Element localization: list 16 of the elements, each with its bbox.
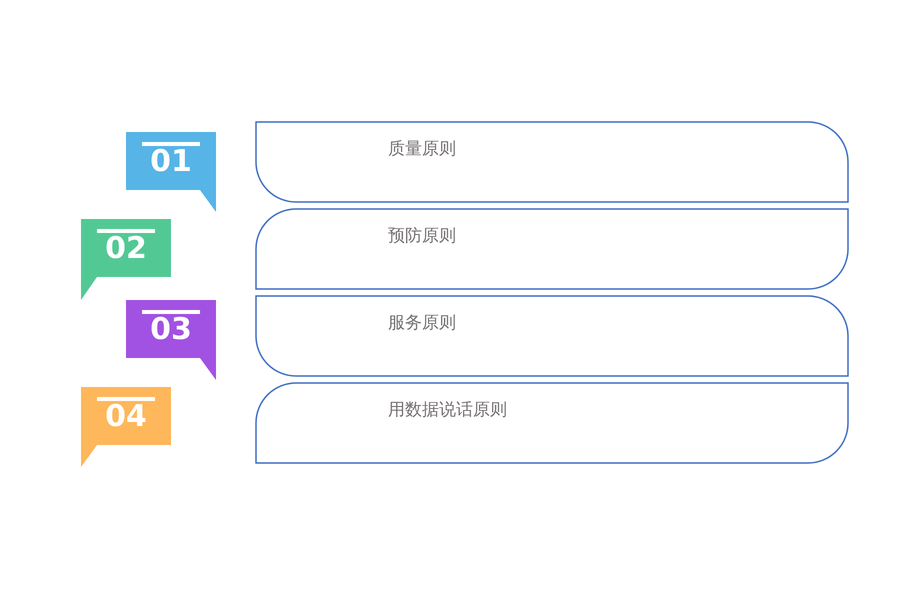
number-badge <box>81 219 171 300</box>
principle-text: 服务原则 <box>388 312 456 335</box>
step-number: 01 <box>150 147 192 177</box>
principle-card <box>255 382 849 464</box>
number-badge <box>126 132 216 212</box>
principle-text: 预防原则 <box>388 225 456 248</box>
step-number: 03 <box>150 315 192 345</box>
number-badge <box>81 387 171 467</box>
principle-text: 用数据说话原则 <box>388 399 507 422</box>
step-number: 02 <box>105 234 147 264</box>
number-badge <box>126 300 216 380</box>
principle-text: 质量原则 <box>388 138 456 161</box>
step-number: 04 <box>105 402 147 432</box>
principle-card <box>255 208 849 290</box>
principle-card <box>255 121 849 203</box>
principle-card <box>255 295 849 377</box>
